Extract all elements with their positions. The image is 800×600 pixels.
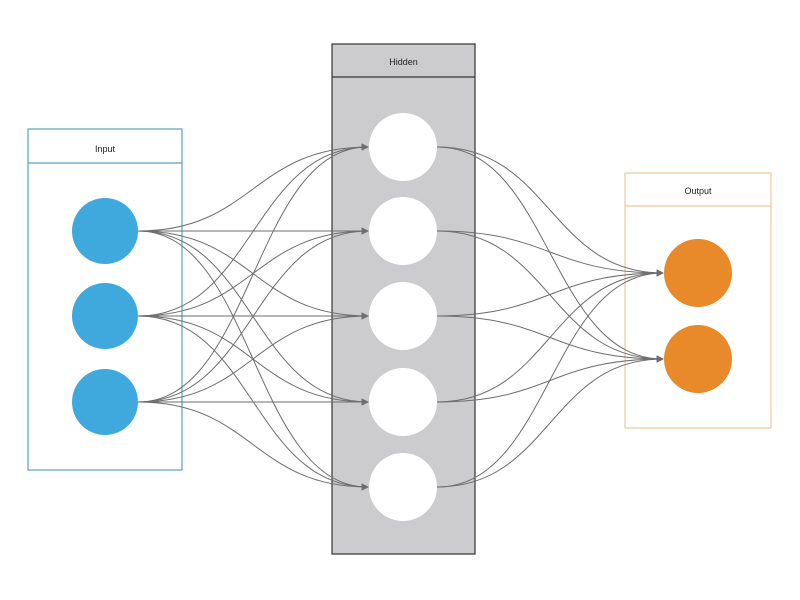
edge-input-1-to-hidden-1: [137, 143, 369, 232]
edge-input-3-to-hidden-1: [137, 143, 369, 403]
hidden-node-1: [369, 113, 437, 181]
edge-hidden-4-to-output-1: [436, 269, 664, 403]
output-node-2: [664, 325, 732, 393]
output-node-1: [664, 239, 732, 307]
output-layer-panel: Output: [624, 172, 772, 429]
hidden-layer-title: Hidden: [389, 57, 418, 67]
output-layer-title: Output: [684, 186, 712, 196]
hidden-node-2: [369, 197, 437, 265]
edge-hidden-5-to-output-2: [436, 355, 664, 488]
nodes-group: [72, 113, 732, 521]
edge-input-3-to-hidden-2: [137, 227, 369, 403]
edge-hidden-3-to-output-1: [436, 269, 664, 317]
input-panel-body: [27, 128, 183, 471]
connections-group: [137, 143, 664, 491]
input-node-2: [72, 283, 138, 349]
hidden-node-3: [369, 282, 437, 350]
input-layer-title: Input: [95, 144, 116, 154]
edge-input-2-to-hidden-1: [137, 143, 369, 317]
edge-input-3-to-hidden-5: [137, 401, 369, 491]
input-layer-panel: Input: [27, 128, 183, 471]
edge-hidden-1-to-output-1: [436, 146, 664, 277]
edge-hidden-1-to-output-2: [436, 146, 664, 363]
edge-hidden-2-to-output-1: [436, 230, 664, 277]
edge-input-3-to-hidden-3: [137, 312, 369, 403]
edge-hidden-5-to-output-1: [436, 269, 664, 488]
output-panel-body: [624, 172, 772, 429]
hidden-node-5: [369, 453, 437, 521]
input-node-3: [72, 369, 138, 435]
input-node-1: [72, 198, 138, 264]
hidden-node-4: [369, 368, 437, 436]
